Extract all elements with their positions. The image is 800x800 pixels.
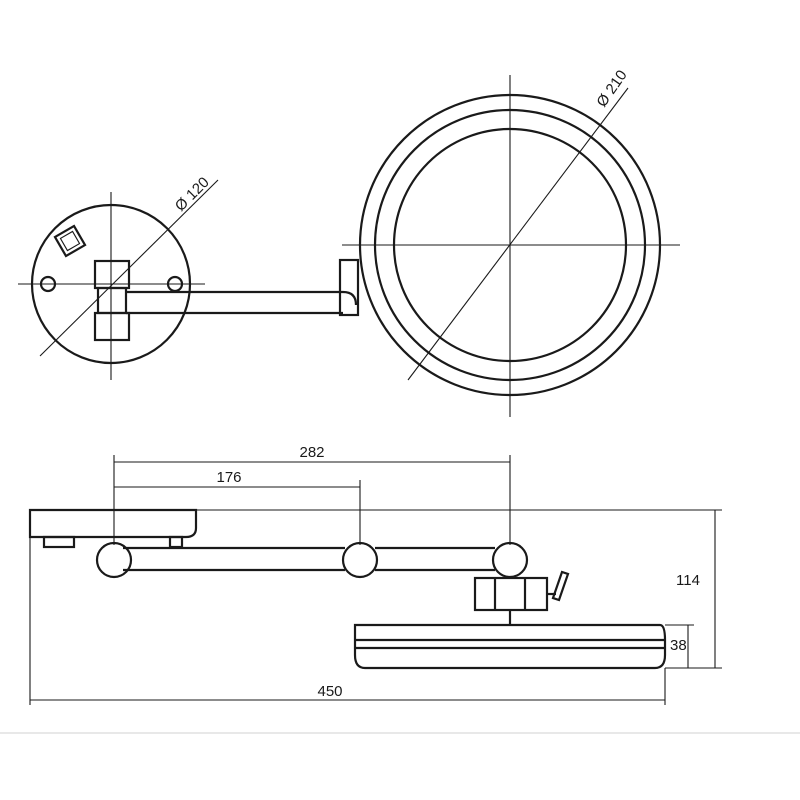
joint-middle: [341, 541, 379, 579]
joint-wall: [95, 541, 133, 579]
mirror-top: [342, 75, 680, 417]
dimension-114-label: 114: [676, 572, 700, 589]
arm-top: [126, 258, 360, 317]
mirror-diameter-leader: [407, 87, 629, 381]
switch-square: [53, 224, 87, 258]
dimension-lines: [29, 455, 722, 705]
mirror-body-side: [353, 623, 667, 670]
mirror-pivot-block: [338, 258, 360, 317]
hinge-block-lower: [93, 311, 131, 342]
left-screw: [39, 275, 57, 293]
base-plate-top: [18, 179, 219, 380]
hinge-joint: [96, 286, 128, 315]
top-view: Ø 120 Ø 210: [18, 67, 680, 417]
base-plate-side: [28, 508, 198, 539]
side-view: 282 176 450 114 38: [28, 444, 722, 705]
switch-side: [42, 535, 76, 549]
mirror-hinge-housing: [473, 576, 549, 612]
dimension-450-label: 450: [317, 683, 342, 700]
base-diameter-label: Ø 120: [172, 174, 213, 215]
dimension-38-label: 38: [670, 637, 687, 654]
dimension-176-label: 176: [216, 469, 241, 486]
mirror-diameter-label: Ø 210: [593, 67, 630, 110]
dimension-282-label: 282: [299, 444, 324, 461]
joint-mirror: [491, 541, 529, 579]
screw-side: [168, 535, 184, 549]
adjust-knob: [551, 570, 570, 602]
